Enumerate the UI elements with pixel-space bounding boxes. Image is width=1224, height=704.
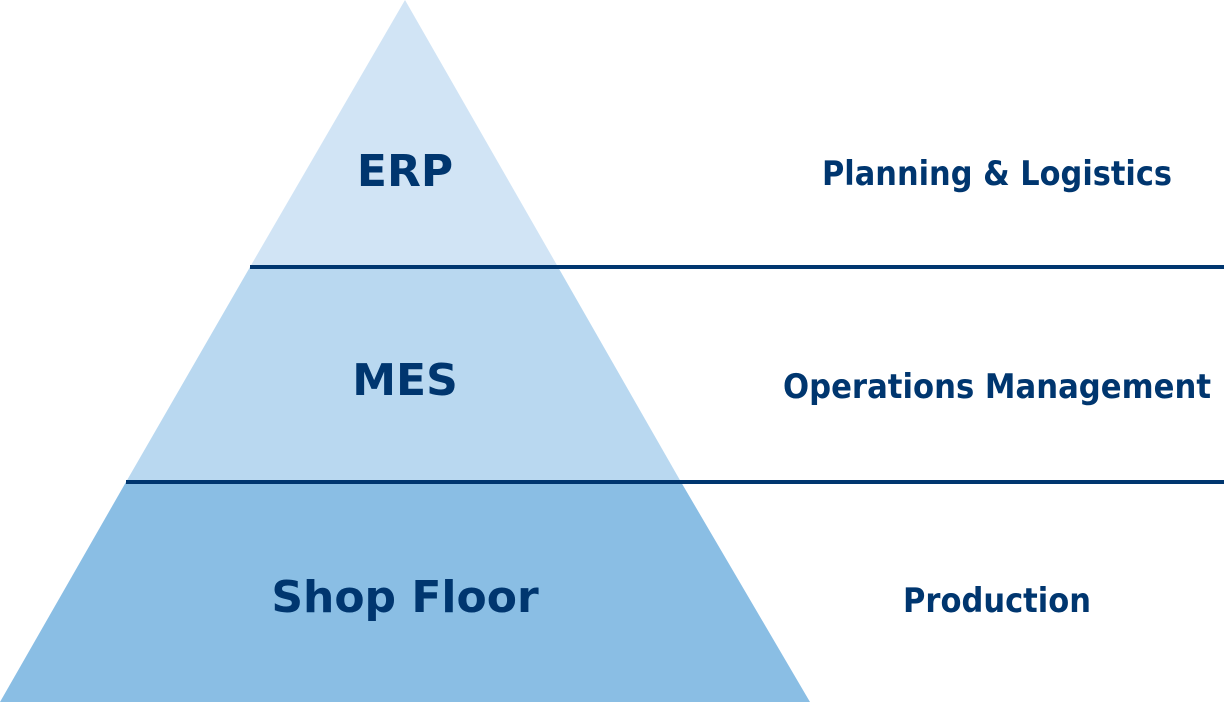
- layer-name-erp: ERP: [357, 146, 453, 197]
- layer-description-mes: Operations Management: [783, 367, 1211, 407]
- layer-name-shop-floor: Shop Floor: [271, 572, 539, 623]
- layer-description-shop-floor: Production: [903, 581, 1091, 621]
- pyramid-tier-mes: [126, 267, 681, 482]
- layer-name-mes: MES: [352, 355, 458, 406]
- pyramid-tier-shop-floor: [0, 482, 810, 702]
- layer-description-erp: Planning & Logistics: [822, 154, 1172, 194]
- pyramid-tier-erp: [250, 0, 558, 267]
